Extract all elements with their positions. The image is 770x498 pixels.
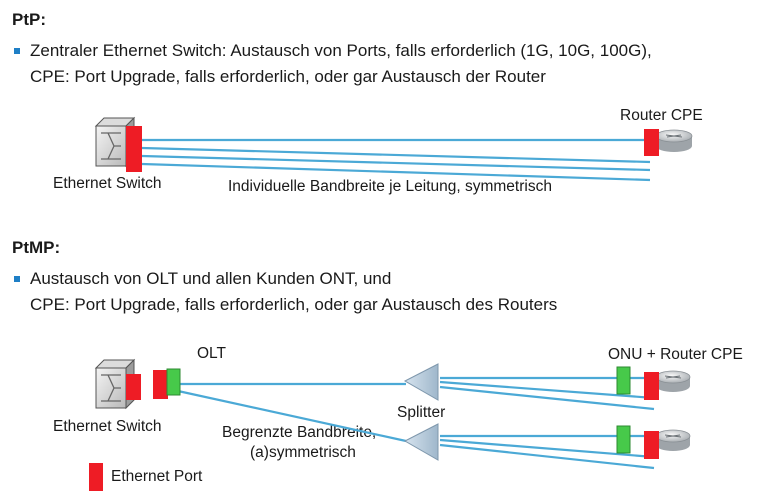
ptp-heading: PtP: xyxy=(12,10,46,29)
router-lower-icon xyxy=(655,429,691,451)
ptmp-bandwidth-label-line1: Begrenzte Bandbreite, xyxy=(222,424,377,441)
ptmp-switch-port xyxy=(126,374,141,400)
onu-upper xyxy=(616,366,631,395)
ptp-bullet-marker xyxy=(14,48,20,54)
ptmp-bullet-marker xyxy=(14,276,20,282)
ptmp-bullet-text-line2: CPE: Port Upgrade, falls erforderlich, o… xyxy=(30,295,558,314)
ptp-bandwidth-label: Individuelle Bandbreite je Leitung, symm… xyxy=(228,178,552,195)
ptp-bullet-text-line1: Zentraler Ethernet Switch: Austausch von… xyxy=(30,41,652,60)
ptmp-switch-label: Ethernet Switch xyxy=(53,418,162,435)
router-upper-port xyxy=(644,372,659,400)
olt-port xyxy=(153,370,168,399)
ptp-router-label: Router CPE xyxy=(620,107,703,124)
ptp-switch-label: Ethernet Switch xyxy=(53,175,162,192)
ptmp-splitter-label: Splitter xyxy=(397,404,446,421)
splitter-upper-icon xyxy=(403,363,439,401)
legend-port-label: Ethernet Port xyxy=(111,468,203,485)
router-upper-icon xyxy=(655,370,691,392)
ptp-bullet-text-line2: CPE: Port Upgrade, falls erforderlich, o… xyxy=(30,67,546,86)
ptmp-bullet-text-line1: Austausch von OLT und allen Kunden ONT, … xyxy=(30,269,392,288)
ptp-router-icon xyxy=(655,129,693,152)
ptp-router-port xyxy=(644,129,659,156)
ptmp-heading: PtMP: xyxy=(12,238,61,257)
splitter-lower-icon xyxy=(403,423,439,461)
router-lower-port xyxy=(644,431,659,459)
ptmp-bandwidth-label-line2: (a)symmetrisch xyxy=(250,444,356,461)
ptmp-fiber-lines xyxy=(177,376,655,470)
legend-port-swatch xyxy=(89,463,103,491)
onu-lower xyxy=(616,425,631,454)
ptp-fiber-lines xyxy=(141,138,651,182)
olt-pon-port xyxy=(166,368,181,396)
ptp-switch-port xyxy=(126,126,142,172)
ptmp-onu-label: ONU + Router CPE xyxy=(608,346,743,363)
ptmp-olt-label: OLT xyxy=(197,345,226,362)
